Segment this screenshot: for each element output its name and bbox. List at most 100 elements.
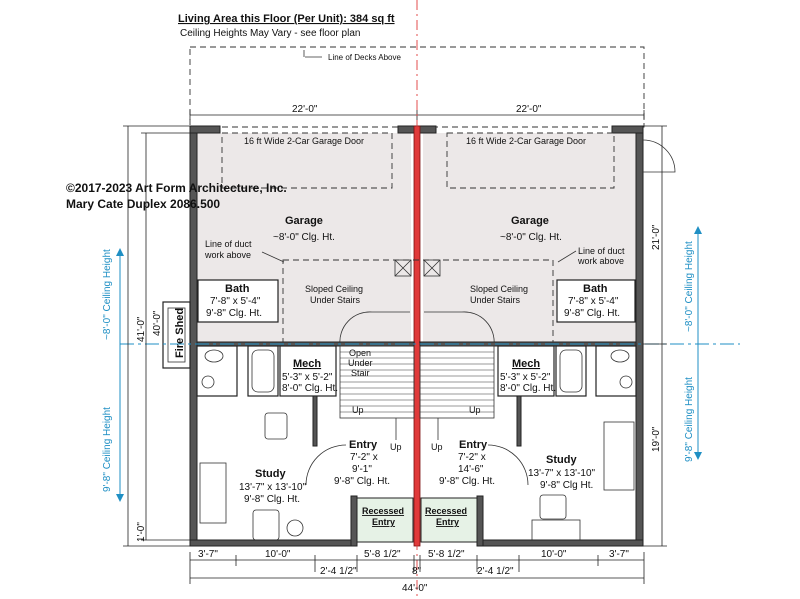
recessed-entry-left: [356, 497, 414, 543]
mech-left-size: 5'-3" x 5'-2": [282, 372, 333, 383]
wall-top-right-stub: [611, 125, 644, 134]
copyright-line2: Mary Cate Duplex 2086.500: [66, 197, 220, 211]
mech-left-room: [279, 345, 337, 397]
entry-up-right: Up: [431, 442, 443, 452]
dim-bottom-6: 3'-7": [609, 549, 629, 560]
stair-curve-right: [424, 311, 495, 346]
toilet-right: [610, 349, 630, 363]
bath-left-name: Bath: [225, 283, 250, 295]
copyright-line1: ©2017-2023 Art Form Architecture, Inc.: [66, 181, 287, 195]
dim-bottom-8: 8": [412, 566, 422, 577]
entry-right-name: Entry: [459, 439, 488, 451]
exterior-door-swing: [642, 139, 676, 173]
garage-door-right-label: 16 ft Wide 2-Car Garage Door: [466, 136, 586, 146]
duct-chase-right: [423, 259, 441, 277]
entry-left-clg: 9'-8" Clg. Ht.: [334, 476, 390, 487]
ceiling-left-lower: 9'-8" Ceiling Height: [102, 407, 113, 492]
recessed-left-line1: Recessed: [362, 506, 404, 516]
armchair-left: [252, 509, 280, 541]
dim-bottom-5: 10'-0": [541, 549, 567, 560]
sink-left: [201, 375, 215, 389]
stair-treads-right: [420, 351, 494, 413]
garage-left-clg: ~8'-0" Clg. Ht.: [273, 232, 335, 243]
entry-right-size1: 7'-2" x: [458, 452, 486, 463]
dim-bottom-3: 5'-8 1/2": [364, 549, 401, 560]
desk-left: [199, 462, 227, 524]
wall-bottom-right: [476, 539, 644, 547]
garage-right-name: Garage: [511, 215, 549, 227]
garage-right-clg: ~8'-0" Clg. Ht.: [500, 232, 562, 243]
duct-left-line2: work above: [204, 250, 251, 260]
chair-left-top: [264, 412, 288, 440]
wall-entry-left: [312, 395, 318, 447]
ceiling-right-upper: ~8'-0" Ceiling Height: [684, 241, 695, 332]
duct-chase-left: [394, 259, 412, 277]
table-right: [531, 519, 581, 543]
duct-right-line2: work above: [577, 256, 624, 266]
stair-left-frame: [339, 345, 415, 419]
stair-up-right: Up: [469, 405, 481, 415]
study-right-size: 13'-7" x 13'-10": [528, 468, 596, 479]
ceiling-right-lower: 9'-8" Ceiling Height: [684, 377, 695, 462]
bath-left-size: 7'-8" x 5'-4": [210, 296, 261, 307]
desk-right: [603, 421, 635, 491]
dim-bottom-9: 2'-4 1/2": [477, 566, 514, 577]
bath-right-clg: 9'-8" Clg. Ht.: [564, 308, 620, 319]
study-left-name: Study: [255, 468, 286, 480]
garage-door-left-label: 16 ft Wide 2-Car Garage Door: [244, 136, 364, 146]
wall-top-left-stub: [189, 125, 221, 134]
bath-right-label-box: [556, 279, 636, 323]
dim-left-inner: 40'-0": [152, 310, 163, 336]
mech-left-clg: 8'-0" Clg. Ht.: [282, 383, 338, 394]
stair-right-frame: [419, 345, 495, 419]
mech-right-size: 5'-3" x 5'-2": [500, 372, 551, 383]
bath-left-label-box: [197, 279, 279, 323]
sloped-left-line2: Under Stairs: [310, 295, 361, 305]
entry-left-size1: 7'-2" x: [350, 452, 378, 463]
duct-left-line1: Line of duct: [205, 239, 252, 249]
entry-up-left: Up: [390, 442, 402, 452]
recessed-entry-right: [420, 497, 478, 543]
entry-left-name: Entry: [349, 439, 378, 451]
bath-left-room: [196, 345, 238, 397]
dim-bottom-7: 2'-4 1/2": [320, 566, 357, 577]
open-stair-line3: Stair: [351, 368, 370, 378]
sloped-right-line2: Under Stairs: [470, 295, 521, 305]
mech-right-name: Mech: [512, 358, 540, 370]
stair-up-left: Up: [352, 405, 364, 415]
study-right-clg: 9'-8" Clg Ht.: [540, 480, 593, 491]
door-swing-entry-left: [305, 444, 347, 486]
bath-right-room: [595, 345, 637, 397]
dim-top-right: 22'-0": [516, 104, 542, 115]
dim-left-overall: 41'-0": [136, 316, 147, 342]
wall-right-exterior: [635, 125, 644, 547]
wall-recess-left: [350, 495, 358, 547]
dim-right-upper: 21'-0": [651, 224, 662, 250]
mech-right-room: [497, 345, 555, 397]
stair-treads-left: [340, 351, 414, 413]
door-swing-entry-right: [487, 444, 529, 486]
entry-right-size2: 14'-6": [458, 464, 484, 475]
open-stair-line2: Under: [348, 358, 373, 368]
dim-bottom-2: 10'-0": [265, 549, 291, 560]
dim-ticks-bottom: [189, 552, 645, 584]
dim-top-left: 22'-0": [292, 104, 318, 115]
toilet-left: [204, 349, 224, 363]
recessed-right-line2: Entry: [436, 517, 459, 527]
chair-right-bottom: [539, 494, 567, 520]
dim-right-lower: 19'-0": [651, 426, 662, 452]
sloped-right-line1: Sloped Ceiling: [470, 284, 528, 294]
study-right-name: Study: [546, 454, 577, 466]
duct-outline: [282, 259, 554, 343]
sink-right: [619, 375, 633, 389]
bath-right-name: Bath: [583, 283, 608, 295]
study-left-clg: 9'-8" Clg. Ht.: [244, 494, 300, 505]
tub-left: [247, 345, 279, 397]
entry-right-clg: 9'-8" Clg. Ht.: [439, 476, 495, 487]
wall-recess-right: [476, 495, 484, 547]
fire-shed: [162, 301, 191, 369]
wall-bottom-left: [189, 539, 358, 547]
garage-left-name: Garage: [285, 215, 323, 227]
garage-door-right-outline: [446, 132, 615, 189]
